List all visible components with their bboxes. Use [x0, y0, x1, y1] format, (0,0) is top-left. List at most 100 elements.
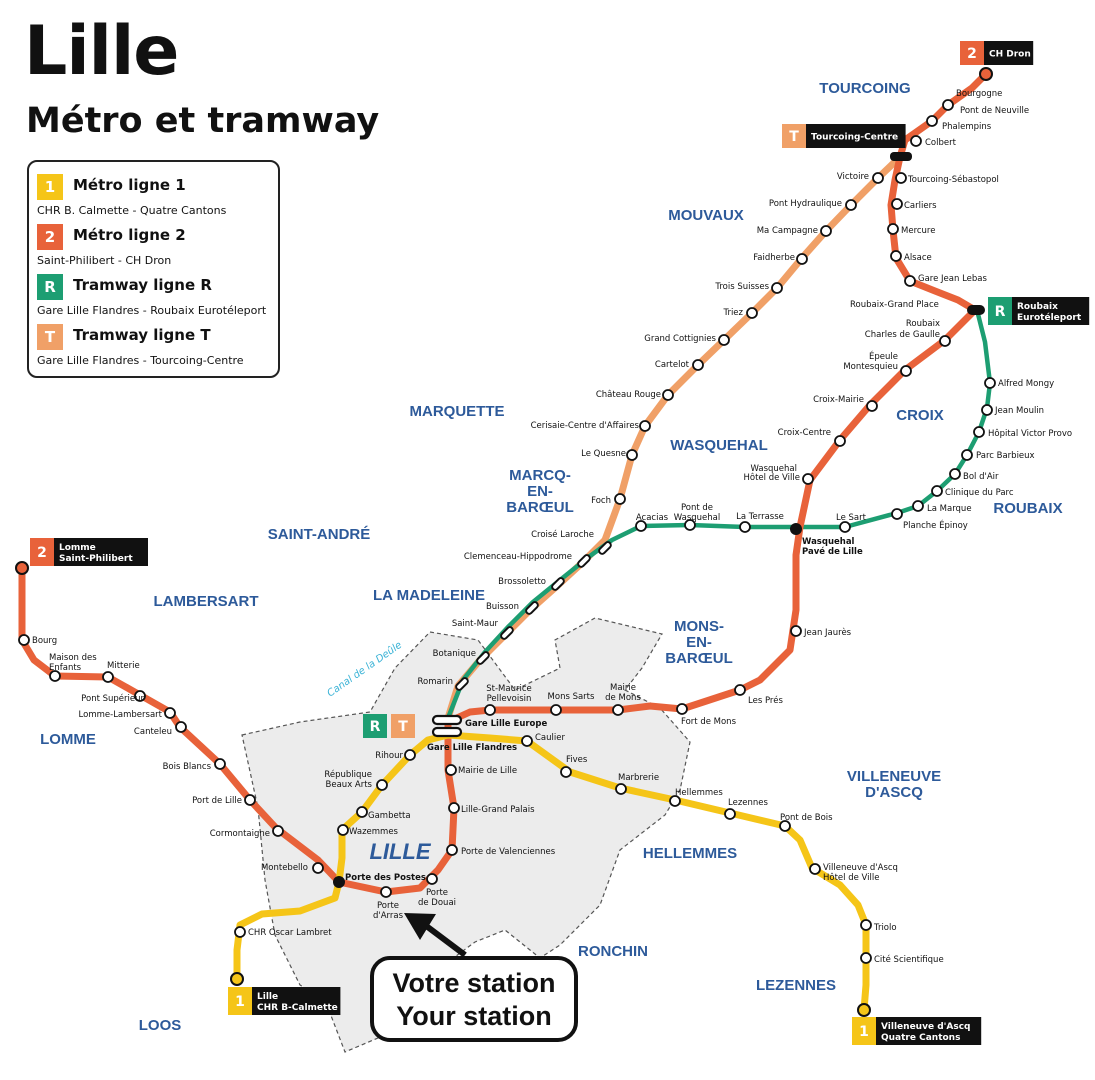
station-label: Alfred Mongy	[998, 379, 1054, 389]
station-label: Bois Blancs	[163, 762, 212, 772]
station-label: Mitterie	[107, 661, 140, 671]
district-label: LOMME	[40, 731, 96, 748]
hub-capsules	[431, 714, 463, 738]
station-label: Gare Lille Flandres	[427, 743, 517, 753]
terminal-name: Lille	[257, 992, 278, 1002]
station-label: Lille-Grand Palais	[461, 805, 535, 815]
district-label: LILLE	[369, 839, 431, 864]
station-label: Gare Jean Lebas	[918, 274, 987, 284]
interchange-dots	[15, 67, 993, 1017]
station-label: Bourgogne	[956, 89, 1002, 99]
station-label: d'Arras	[373, 911, 404, 921]
station-label: Bourg	[32, 636, 57, 646]
station-label: Épeule	[869, 350, 898, 362]
station-label: Fives	[566, 755, 588, 765]
station-label: Roubaix-Grand Place	[850, 300, 939, 310]
terminal-label-box	[252, 987, 341, 1015]
district-label: EN-	[686, 634, 712, 651]
metro-2-line	[18, 71, 989, 896]
station-label: Croix-Mairie	[813, 395, 864, 405]
station-label: Ma Campagne	[757, 226, 818, 236]
station-label: Pont de	[681, 503, 713, 513]
district-labels: TOURCOINGMOUVAUXMARQUETTEWASQUEHALCROIXR…	[40, 80, 1063, 1034]
terminal-name: CHR B-Calmette	[257, 1003, 338, 1013]
station-label: Mons Sarts	[548, 692, 595, 702]
terminal-name: Tourcoing-Centre	[811, 133, 898, 143]
station-label: Gare Lille Europe	[465, 719, 547, 729]
station-label: CHR Oscar Lambret	[248, 928, 332, 938]
district-label: CROIX	[896, 407, 944, 424]
station-label: Rihour	[375, 751, 403, 761]
district-label: BARŒUL	[665, 650, 733, 667]
district-label: VILLENEUVE	[847, 768, 941, 785]
station-label: Hôtel de Ville	[823, 872, 880, 883]
station-label: Cartelot	[655, 360, 690, 370]
station-label: Porte de Valenciennes	[461, 847, 556, 857]
station-label: Brossoletto	[498, 577, 546, 587]
station-label: Triolo	[873, 923, 897, 933]
station-label: Grand Cottignies	[644, 334, 716, 344]
station-label: Pont Supérieur	[81, 693, 144, 704]
station-label: Pont Hydraulique	[769, 199, 842, 209]
station-arrow	[404, 913, 467, 958]
station-label: Roubaix	[906, 319, 940, 329]
terminal-name: Lomme	[59, 543, 96, 553]
station-label: Jean Moulin	[994, 406, 1044, 416]
terminal-badge-text: R	[995, 304, 1006, 320]
station-label: La Marque	[927, 504, 972, 514]
terminal-name: Quatre Cantons	[881, 1033, 960, 1043]
terminal-label-box	[806, 124, 906, 148]
district-label: LEZENNES	[756, 977, 836, 994]
station-label: Clemenceau-Hippodrome	[464, 552, 572, 562]
station-label: Villeneuve d'Ascq	[823, 863, 898, 873]
station-label: Les Prés	[748, 695, 783, 706]
station-label: République	[324, 769, 372, 780]
legend-desc: CHR B. Calmette - Quatre Cantons	[37, 204, 227, 217]
district-label: RONCHIN	[578, 943, 648, 960]
district-label: ROUBAIX	[993, 500, 1062, 517]
station-label: La Terrasse	[736, 512, 784, 522]
shared-tram-stations	[455, 541, 612, 691]
district-label: MARQUETTE	[410, 403, 505, 420]
station-label: Acacias	[636, 513, 669, 523]
callout-line-fr: Votre station	[392, 968, 556, 998]
district-label: WASQUEHAL	[670, 437, 768, 454]
hub-badge-text: T	[398, 719, 408, 735]
terminal-badge	[960, 41, 984, 65]
station-label: Cité Scientifique	[874, 954, 944, 965]
terminal-name: Roubaix	[1017, 302, 1058, 312]
station-label: Charles de Gaulle	[865, 330, 940, 340]
station-label: Hôtel de Ville	[744, 472, 801, 483]
station-label: Canteleu	[134, 727, 172, 737]
station-label: Mairie de Lille	[458, 766, 517, 776]
station-label: Montebello	[261, 863, 308, 873]
tourcoing-centre-connector	[890, 152, 912, 161]
station-label: Trois Suisses	[714, 282, 769, 292]
hub-badge-text: R	[370, 719, 381, 735]
station-label: Foch	[591, 496, 611, 506]
station-label: Port de Lille	[192, 796, 242, 806]
station-label: Hellemmes	[675, 788, 723, 798]
station-label: Phalempins	[942, 122, 992, 132]
station-label: Enfants	[49, 663, 82, 673]
district-label: LAMBERSART	[154, 593, 259, 610]
station-label: Botanique	[433, 649, 476, 659]
station-label: Buisson	[486, 602, 519, 612]
station-label: Hôpital Victor Provo	[988, 428, 1072, 439]
station-label: Cerisaie-Centre d'Affaires	[531, 421, 640, 431]
legend-panel: 1 Métro ligne 1 CHR B. Calmette - Quatre…	[27, 160, 280, 378]
station-label: Porte	[377, 901, 399, 911]
station-label: Beaux Arts	[326, 780, 373, 790]
station-label: Maison des	[49, 653, 97, 663]
station-label: Fort de Mons	[681, 717, 737, 727]
terminal-badge-text: 2	[37, 545, 47, 561]
station-label: Wasquehal	[751, 464, 797, 474]
terminal-badge	[852, 1017, 876, 1045]
legend-badge-2: 2	[37, 224, 63, 250]
terminal-name: CH Dron	[989, 50, 1031, 60]
station-label: Montesquieu	[843, 362, 898, 372]
station-label: Victoire	[837, 172, 869, 182]
station-label: Jean Jaurès	[803, 627, 852, 638]
district-label: D'ASCQ	[865, 784, 923, 801]
